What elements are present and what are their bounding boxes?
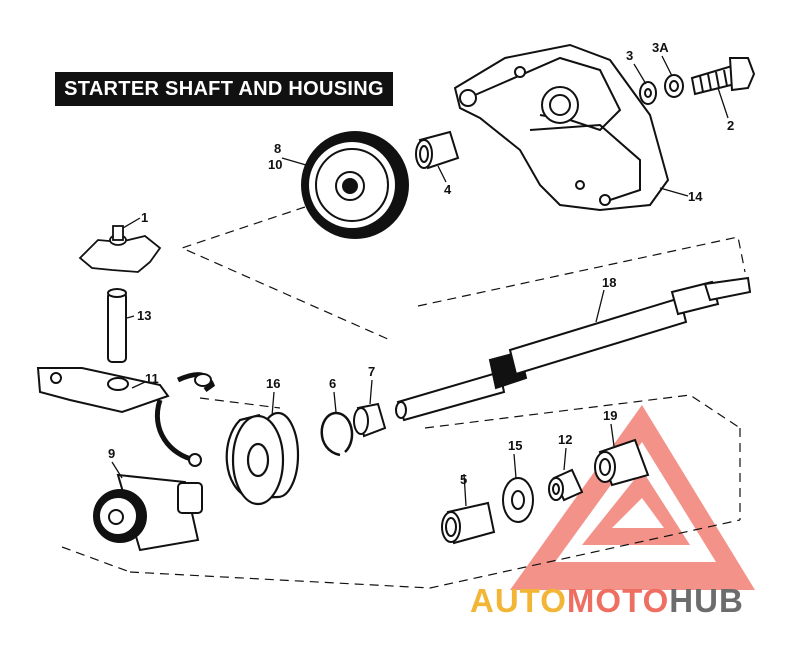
callout-10: 10 xyxy=(268,157,282,172)
starter-housing xyxy=(453,43,670,212)
callout-1: 1 xyxy=(141,210,148,225)
watermark-moto: MOTO xyxy=(566,582,670,619)
watermark-triangle xyxy=(510,405,755,590)
snap-ring-6 xyxy=(320,411,354,457)
callout-6: 6 xyxy=(329,376,336,391)
callout-8: 8 xyxy=(274,141,281,156)
shaft-18 xyxy=(395,276,752,422)
shifter-lever-11 xyxy=(36,367,216,467)
washer-15 xyxy=(502,477,534,523)
callout-12: 12 xyxy=(558,432,572,447)
bearing-5 xyxy=(441,501,496,545)
callout-18: 18 xyxy=(602,275,616,290)
watermark-logo: AUTOMOTOHUB xyxy=(470,582,744,620)
callout-19: 19 xyxy=(603,408,617,423)
assembly-guide-lines xyxy=(61,206,746,589)
callout-16: 16 xyxy=(266,376,280,391)
bolt-2 xyxy=(690,57,756,96)
bushing-12 xyxy=(548,468,584,502)
callout-3: 3 xyxy=(626,48,633,63)
callout-4: 4 xyxy=(444,182,452,197)
washer-3a xyxy=(664,74,684,98)
watermark-auto: AUTO xyxy=(470,582,567,619)
pin-13 xyxy=(107,288,127,363)
diagram-title: STARTER SHAFT AND HOUSING xyxy=(55,72,393,106)
clutch-9 xyxy=(93,473,203,552)
pulley-16 xyxy=(225,411,300,506)
bearing-19 xyxy=(594,438,650,487)
callout-13: 13 xyxy=(137,308,151,323)
washer-3 xyxy=(639,81,657,105)
lock-plate-1 xyxy=(78,225,162,273)
watermark-hub: HUB xyxy=(669,582,744,619)
callout-7: 7 xyxy=(368,364,375,379)
callout-15: 15 xyxy=(508,438,522,453)
callout-leaders xyxy=(111,55,729,507)
bushing-4 xyxy=(415,130,460,170)
callout-11: 11 xyxy=(145,371,159,386)
callout-9: 9 xyxy=(108,446,115,461)
gear-8-10 xyxy=(301,131,409,239)
callout-14: 14 xyxy=(688,189,703,204)
collar-7 xyxy=(353,402,387,438)
callout-5: 5 xyxy=(460,472,467,487)
callout-2: 2 xyxy=(727,118,734,133)
callout-3a: 3A xyxy=(652,40,669,55)
